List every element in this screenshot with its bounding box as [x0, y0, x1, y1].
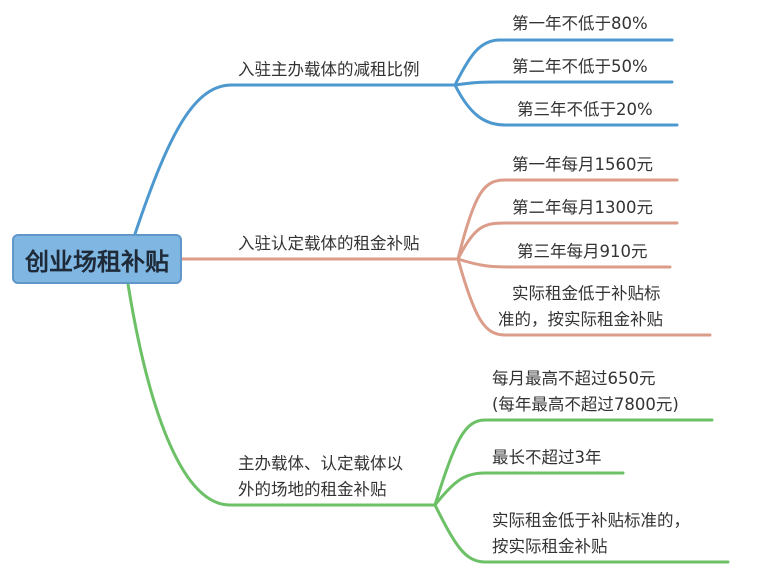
branch-2-child-4-line-1: 实际租金低于补贴标 [512, 284, 661, 303]
branch-3-child-2-link [433, 471, 625, 507]
branch-2-child-4-link [456, 257, 712, 337]
branch-2-child-4-line-2: 准的，按实际租金补贴 [498, 310, 663, 329]
branch-2-label: 入驻认定载体的租金补贴 [238, 234, 420, 253]
branch-2-child-1: 第一年每月1560元 [512, 155, 653, 174]
branch-3-child-3-link [433, 503, 730, 564]
root-to-branch-3-curve [126, 282, 232, 507]
branch-3-child-2: 最长不超过3年 [492, 448, 602, 467]
branch-1-label: 入驻主办载体的减租比例 [238, 60, 420, 79]
branch-2-child-3: 第三年每月910元 [517, 242, 648, 261]
branch-1-connectors [133, 38, 679, 236]
root-to-branch-1-curve [133, 83, 234, 236]
branch-2-child-2: 第二年每月1300元 [512, 198, 653, 217]
branch-2-child-1-link [456, 178, 679, 261]
branch-1-child-2-link [453, 80, 674, 87]
branch-2-connectors [180, 178, 712, 337]
root-topic: 创业场租补贴 [12, 234, 182, 284]
branch-3-connectors [126, 282, 730, 564]
branch-1-child-3: 第三年不低于20% [517, 100, 653, 119]
branch-3-child-1-line-2: (每年最高不超过7800元) [492, 395, 679, 414]
branch-3-child-3-line-1: 实际租金低于补贴标准的， [492, 511, 690, 530]
branch-3-child-1-link [433, 418, 714, 507]
branch-2-child-3-link [456, 257, 672, 269]
branch-3-label-line-2: 外的场地的租金补贴 [238, 480, 387, 499]
branch-3-child-1-line-1: 每月最高不超过650元 [492, 369, 656, 388]
branch-1-child-2: 第二年不低于50% [512, 57, 648, 76]
branch-3-child-3-line-2: 按实际租金补贴 [492, 537, 608, 556]
branch-1-child-1: 第一年不低于80% [512, 14, 648, 33]
branch-2-child-2-link [456, 221, 679, 261]
branch-3-label-line-1: 主办载体、认定载体以 [238, 454, 403, 473]
branch-1-child-3-link [453, 83, 679, 127]
branch-1-child-1-link [453, 38, 674, 87]
